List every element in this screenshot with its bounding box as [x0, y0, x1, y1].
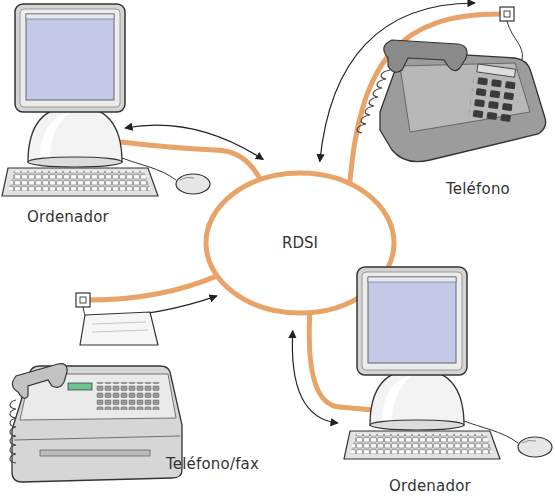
data-flow-arrow: [292, 331, 338, 423]
computer-illustration: [2, 4, 210, 196]
fax-illustration: [10, 293, 182, 482]
device-label: Teléfono: [428, 180, 528, 198]
cable-stub: [340, 407, 372, 410]
device-label: Ordenador: [375, 477, 485, 495]
telephone-illustration: [357, 7, 546, 162]
device-node: Teléfono: [365, 14, 555, 200]
cable-stub: [121, 142, 215, 150]
network-link: [90, 276, 217, 318]
cable-line: [215, 150, 260, 180]
device-node: Ordenador: [340, 262, 555, 499]
computer-illustration: [344, 267, 552, 459]
cable-line: [309, 313, 340, 407]
device-node: Teléfono/fax: [0, 300, 275, 495]
device-label: Teléfono/fax: [150, 455, 275, 473]
network-link: [292, 313, 340, 423]
cable-line: [90, 276, 217, 300]
device-node: Ordenador: [0, 0, 215, 235]
device-label: Ordenador: [13, 208, 123, 226]
